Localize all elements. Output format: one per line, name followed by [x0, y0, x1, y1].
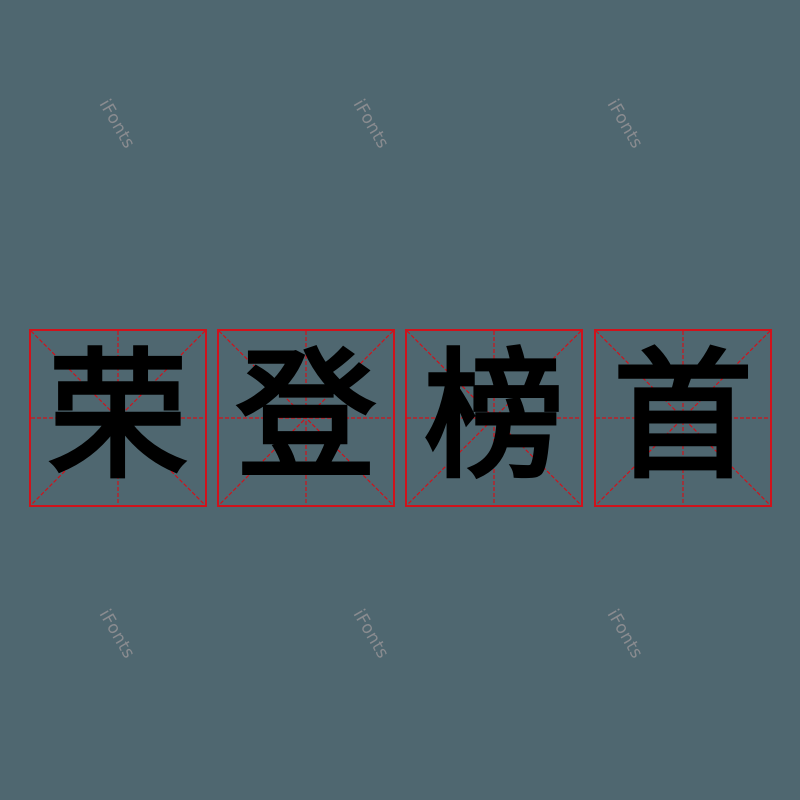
watermark-4: iFonts — [94, 606, 139, 663]
grid-lines-icon — [219, 331, 393, 505]
character-box-3: 榜 — [405, 329, 583, 507]
watermark-2: iFonts — [348, 96, 393, 153]
character-box-2: 登 — [217, 329, 395, 507]
character-glyph: 登 — [235, 336, 376, 499]
watermark-6: iFonts — [602, 606, 647, 663]
grid-lines-icon — [596, 331, 770, 505]
character-box-1: 荣 — [29, 329, 207, 507]
grid-lines-icon — [31, 331, 205, 505]
character-glyph: 荣 — [47, 336, 188, 499]
watermark-3: iFonts — [602, 96, 647, 153]
character-box-4: 首 — [594, 329, 772, 507]
watermark-1: iFonts — [94, 96, 139, 153]
character-glyph: 首 — [612, 336, 753, 499]
character-glyph: 榜 — [423, 336, 564, 499]
watermark-5: iFonts — [348, 606, 393, 663]
grid-lines-icon — [407, 331, 581, 505]
